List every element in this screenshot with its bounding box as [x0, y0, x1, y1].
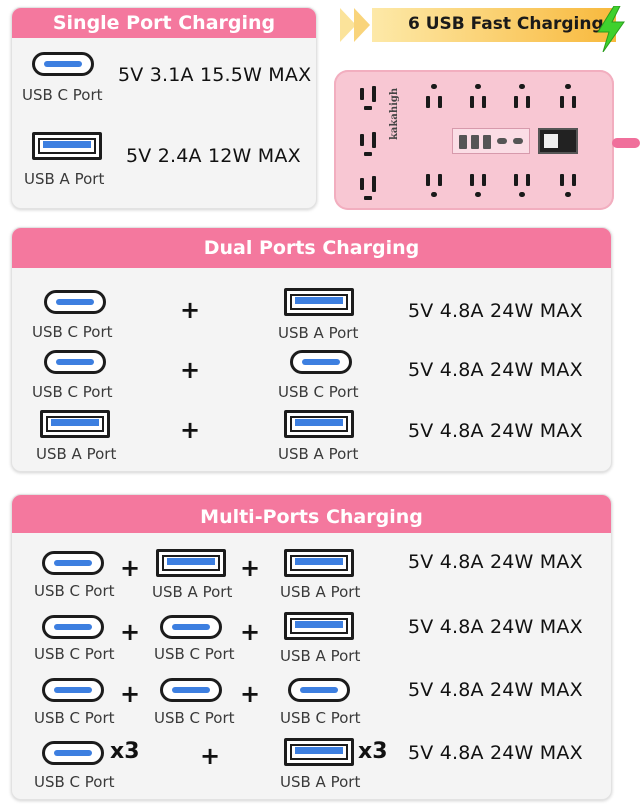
plus-icon: +	[240, 554, 261, 582]
plus-icon: +	[200, 742, 221, 770]
usb-c-port-icon	[44, 350, 106, 374]
multiplier-text: x3	[358, 739, 388, 764]
usb-c-port-icon	[32, 52, 94, 76]
single-port-panel: Single Port Charging	[11, 7, 317, 209]
usb-port-block	[452, 128, 530, 154]
power-cord	[612, 138, 640, 148]
port-label: USB A Port	[280, 773, 361, 791]
banner-text: 6 USB Fast Charging	[408, 14, 604, 34]
plus-icon: +	[180, 296, 201, 324]
usb-a-port-icon	[156, 549, 226, 577]
plus-icon: +	[180, 416, 201, 444]
plus-icon: +	[120, 618, 141, 646]
port-label: USB A Port	[278, 324, 359, 342]
port-label: USB A Port	[278, 445, 359, 463]
chevron-icon	[354, 8, 370, 42]
port-label: USB C Port	[34, 709, 115, 727]
usb-c-port-icon	[42, 678, 104, 702]
port-label: USB C Port	[34, 773, 115, 791]
spec-text: 5V 4.8A 24W MAX	[408, 300, 583, 322]
usb-a-port-icon	[284, 738, 354, 766]
port-label: USB C Port	[278, 383, 359, 401]
spec-text: 5V 4.8A 24W MAX	[408, 616, 583, 638]
usb-c-port-icon	[44, 290, 106, 314]
plus-icon: +	[240, 618, 261, 646]
port-label: USB A Port	[280, 583, 361, 601]
usb-c-port-icon	[160, 678, 222, 702]
usb-c-port-icon	[42, 741, 104, 765]
usb-c-port-icon	[288, 678, 350, 702]
plus-icon: +	[240, 680, 261, 708]
dual-ports-title: Dual Ports Charging	[12, 228, 611, 268]
port-label: USB A Port	[152, 583, 233, 601]
multi-ports-title: Multi-Ports Charging	[12, 495, 611, 533]
brand-logo: kakahigh	[389, 87, 400, 140]
usb-a-port-icon	[32, 132, 102, 160]
usb-c-port-icon	[42, 551, 104, 575]
lightning-bolt-icon	[597, 6, 625, 52]
multi-ports-panel: Multi-Ports Charging	[11, 494, 612, 800]
usb-a-port-icon	[284, 288, 354, 316]
plus-icon: +	[120, 680, 141, 708]
spec-text: 5V 4.8A 24W MAX	[408, 359, 583, 381]
spec-text: 5V 4.8A 24W MAX	[408, 742, 583, 764]
port-label: USB C Port	[22, 86, 103, 104]
usb-a-port-icon	[284, 410, 354, 438]
usb-c-port-icon	[42, 615, 104, 639]
port-label: USB C Port	[32, 383, 113, 401]
spec-text: 5V 4.8A 24W MAX	[408, 679, 583, 701]
fast-charging-banner	[372, 8, 616, 42]
spec-text: 5V 2.4A 12W MAX	[126, 145, 301, 167]
port-label: USB A Port	[24, 170, 105, 188]
spec-text: 5V 4.8A 24W MAX	[408, 551, 583, 573]
plus-icon: +	[120, 554, 141, 582]
port-label: USB A Port	[36, 445, 117, 463]
port-label: USB A Port	[280, 647, 361, 665]
plus-icon: +	[180, 356, 201, 384]
port-label: USB C Port	[32, 323, 113, 341]
spec-text: 5V 3.1A 15.5W MAX	[118, 64, 312, 86]
chevron-icon	[340, 8, 356, 42]
usb-a-port-icon	[284, 549, 354, 577]
spec-text: 5V 4.8A 24W MAX	[408, 420, 583, 442]
port-label: USB C Port	[34, 645, 115, 663]
usb-a-port-icon	[40, 410, 110, 438]
usb-a-port-icon	[284, 612, 354, 640]
power-switch-icon	[538, 128, 578, 154]
multiplier-text: x3	[110, 739, 140, 764]
port-label: USB C Port	[34, 582, 115, 600]
single-port-title: Single Port Charging	[12, 8, 316, 38]
usb-c-port-icon	[290, 350, 352, 374]
port-label: USB C Port	[280, 709, 361, 727]
port-label: USB C Port	[154, 645, 235, 663]
port-label: USB C Port	[154, 709, 235, 727]
usb-c-port-icon	[160, 615, 222, 639]
